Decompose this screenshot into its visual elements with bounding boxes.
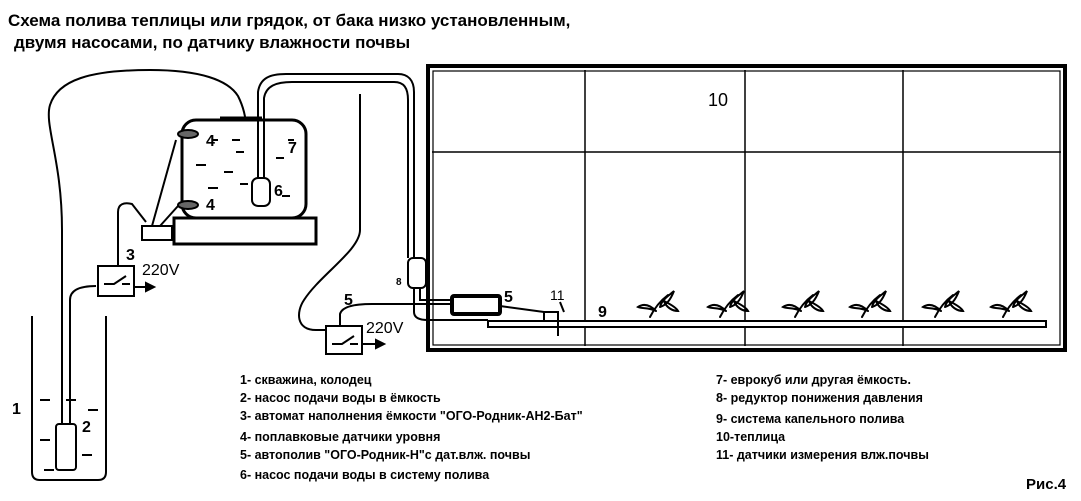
legend-item: 4- поплавковые датчики уровня (240, 430, 440, 444)
greenhouse (426, 64, 1067, 352)
label-5-device: 5 (504, 289, 513, 306)
controller-5 (325, 325, 363, 355)
voltage-label-2: 220V (366, 320, 404, 337)
label-11: 11 (550, 287, 565, 303)
legend-item: 1- скважина, колодец (240, 373, 372, 387)
label-4-top: 4 (206, 133, 215, 150)
legend-item: 2- насос подачи воды в ёмкость (240, 391, 441, 405)
float-sensor-top (177, 129, 199, 139)
tank-pump (251, 177, 271, 207)
title-line-1: Схема полива теплицы или грядок, от бака… (8, 11, 570, 30)
legend-item: 7- еврокуб или другая ёмкость. (716, 373, 911, 387)
legend-item: 3- автомат наполнения ёмкости "ОГО-Родни… (240, 409, 583, 423)
legend-item: 10-теплица (716, 430, 786, 444)
float-sensor-bottom (177, 200, 199, 210)
well (31, 316, 107, 481)
label-5-controller: 5 (344, 292, 353, 309)
soil-moisture-sensor (499, 305, 559, 336)
pressure-reducer (407, 257, 427, 289)
legend-item: 9- система капельного полива (716, 412, 905, 426)
title-line-2: двумя насосами, по датчику влажности поч… (14, 33, 410, 52)
legend-left: 1- скважина, колодец 2- насос подачи вод… (240, 373, 583, 482)
sensor-junction-box (141, 225, 173, 241)
label-4-bottom: 4 (206, 197, 215, 214)
figure-label: Рис.4 (1026, 476, 1067, 493)
autowatering-controller (450, 294, 502, 316)
plants (636, 290, 1033, 318)
label-3: 3 (126, 247, 135, 264)
legend-right: 7- еврокуб или другая ёмкость. 8- редукт… (716, 373, 929, 462)
label-10: 10 (708, 90, 728, 110)
drip-irrigation-pipe (487, 320, 1047, 328)
switch-icon (104, 275, 130, 285)
well-pump (55, 423, 77, 471)
label-6: 6 (274, 183, 283, 200)
tank (172, 116, 318, 246)
legend-item: 8- редуктор понижения давления (716, 391, 923, 405)
label-2: 2 (82, 419, 91, 436)
label-1: 1 (12, 401, 21, 418)
voltage-label-1: 220V (142, 262, 180, 279)
label-9: 9 (598, 304, 607, 321)
legend-item: 6- насос подачи воды в систему полива (240, 468, 490, 482)
delivery-pipe (257, 73, 488, 321)
legend-item: 5- автополив "ОГО-Родник-Н"с дат.влж. по… (240, 448, 530, 462)
switch-icon (332, 335, 358, 345)
label-7: 7 (288, 140, 297, 157)
supply-pipe (47, 68, 247, 424)
arrow-icon (362, 338, 387, 350)
controller-3 (97, 265, 135, 297)
arrow-icon (134, 281, 157, 293)
label-8: 8 (396, 277, 402, 288)
legend-item: 11- датчики измерения влж.почвы (716, 448, 929, 462)
